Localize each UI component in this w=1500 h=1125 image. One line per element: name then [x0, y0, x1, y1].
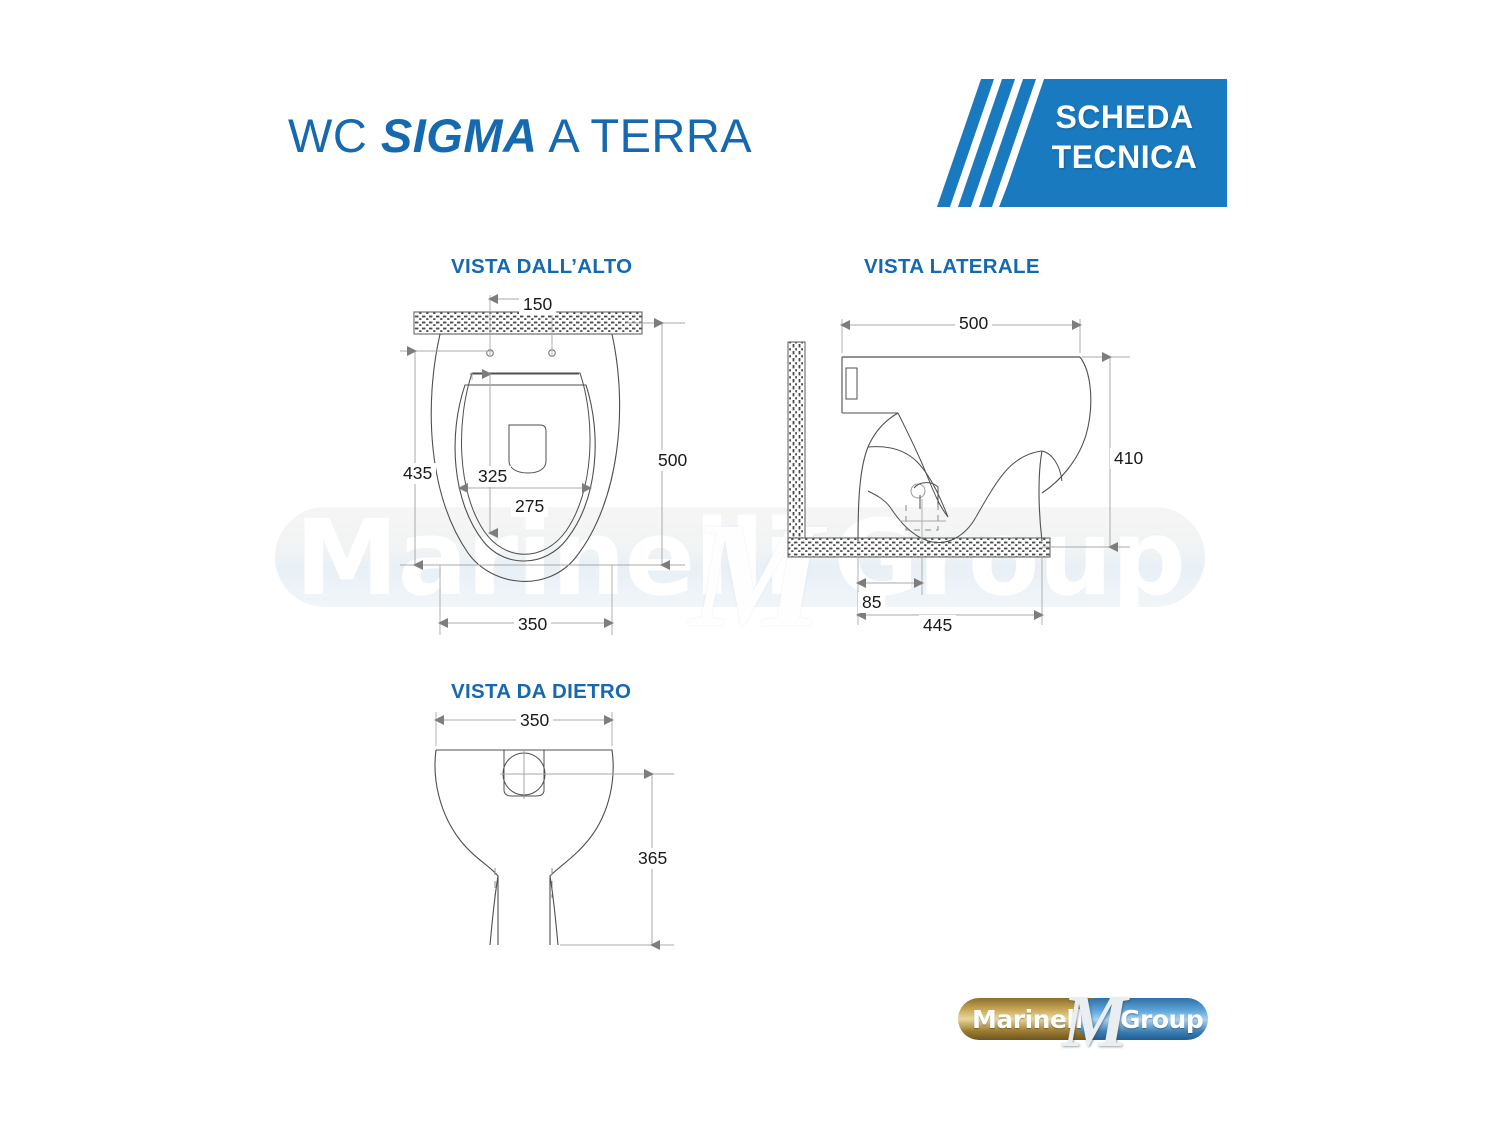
- page-title: WC SIGMA A TERRA: [288, 108, 752, 163]
- dim-side-overall-depth: 500: [955, 313, 993, 334]
- dim-rear-outlet-height: 365: [634, 848, 672, 869]
- badge-label-line1: SCHEDA: [1055, 99, 1194, 135]
- rear-view-drawing: [434, 712, 674, 950]
- dim-top-seat-length: 435: [399, 463, 437, 484]
- dim-rear-overall-width: 350: [516, 710, 554, 731]
- view-title-side: VISTA LATERALE: [864, 255, 1040, 278]
- badge-label: SCHEDA TECNICA: [1032, 97, 1217, 177]
- scheda-tecnica-badge: SCHEDA TECNICA: [936, 79, 1227, 207]
- logo-word-group: Group: [1120, 1005, 1204, 1034]
- dim-top-overall-length: 500: [654, 450, 692, 471]
- dim-top-overall-width: 350: [514, 614, 552, 635]
- page-title-part2: A TERRA: [537, 109, 753, 162]
- page-title-part1: WC: [288, 109, 381, 162]
- dim-side-foot-depth: 445: [919, 615, 957, 636]
- view-title-rear: VISTA DA DIETRO: [451, 680, 632, 703]
- dim-side-outlet-offset: 85: [858, 592, 886, 613]
- dim-side-bowl-height: 410: [1110, 448, 1148, 469]
- logo-monogram-icon: M: [1062, 981, 1128, 1063]
- page-title-model: SIGMA: [380, 109, 538, 162]
- marinelli-group-logo: Marinelli Group M: [958, 981, 1208, 1063]
- side-view-drawing: [787, 319, 1130, 625]
- dim-top-opening-width: 275: [511, 496, 549, 517]
- badge-label-line2: TECNICA: [1051, 139, 1198, 175]
- dim-top-opening-length: 325: [474, 466, 512, 487]
- view-title-top: VISTA DALL’ALTO: [451, 255, 633, 278]
- logo-blue-pill: [1076, 998, 1208, 1040]
- dim-top-hinge-spacing: 150: [519, 294, 557, 315]
- logo-word-marinelli: Marinelli: [972, 1005, 1091, 1034]
